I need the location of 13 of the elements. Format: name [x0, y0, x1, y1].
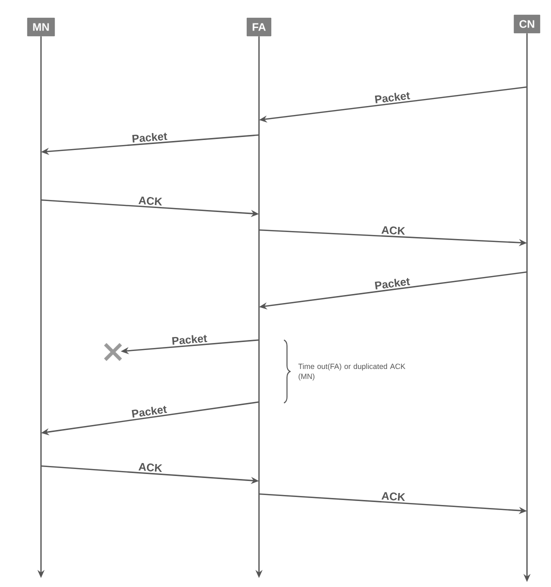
edge-label: Packet: [130, 130, 169, 144]
edge-label: Packet: [130, 404, 168, 419]
edge-label: Packet: [372, 276, 412, 291]
cross-mark: [104, 342, 122, 362]
edge-label: Packet: [170, 332, 208, 346]
edge-label: ACK: [137, 195, 164, 207]
edge-label: ACK: [137, 462, 164, 474]
header-box: CN: [514, 14, 540, 34]
edge-label: ACK: [380, 490, 407, 502]
header-box: FA: [246, 18, 272, 36]
header-box: MN: [27, 18, 55, 36]
edge-label: ACK: [380, 224, 406, 236]
edge-label: Packet: [373, 90, 412, 105]
